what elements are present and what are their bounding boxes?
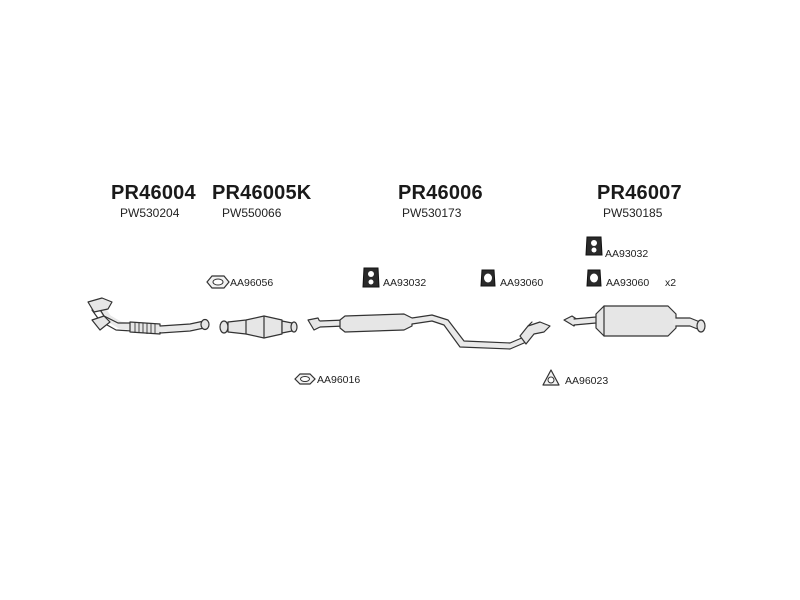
part-ref-pr46005k: PW550066 — [222, 206, 282, 220]
part-ref-pr46004: PW530204 — [120, 206, 180, 220]
triangular-gasket-icon — [542, 369, 560, 386]
middle-pipe-with-silencer — [307, 313, 551, 350]
gasket-code-aa96056: AA96056 — [230, 277, 274, 289]
part-number-pr46005k: PR46005K — [212, 182, 312, 204]
part-ref-pr46006: PW530173 — [402, 206, 462, 220]
rear-silencer — [563, 305, 706, 337]
rubber-hanger-icon — [585, 236, 603, 256]
part-number-pr46007: PR46007 — [597, 182, 682, 204]
hanger-code-aa93032: AA93032 — [383, 277, 427, 289]
catalytic-converter — [219, 315, 298, 339]
part-number-pr46006: PR46006 — [398, 182, 483, 204]
ring-quantity: x2 — [665, 277, 677, 289]
part-ref-pr46007: PW530185 — [603, 206, 663, 220]
ring-code-aa93060: AA93060 — [500, 277, 544, 289]
hanger-code-aa93032-rear: AA93032 — [605, 248, 649, 260]
gasket-code-aa96023: AA96023 — [565, 375, 609, 387]
oval-gasket-icon — [294, 373, 316, 385]
rubber-ring-icon — [480, 269, 496, 287]
part-number-pr46004: PR46004 — [111, 182, 196, 204]
oval-gasket-icon — [206, 275, 230, 289]
rubber-hanger-icon — [362, 267, 380, 288]
front-pipe — [87, 297, 210, 335]
rubber-ring-icon — [586, 269, 602, 287]
flex-bellows — [129, 321, 161, 335]
gasket-code-aa96016: AA96016 — [317, 374, 361, 386]
ring-code-aa93060-rear: AA93060 — [606, 277, 650, 289]
